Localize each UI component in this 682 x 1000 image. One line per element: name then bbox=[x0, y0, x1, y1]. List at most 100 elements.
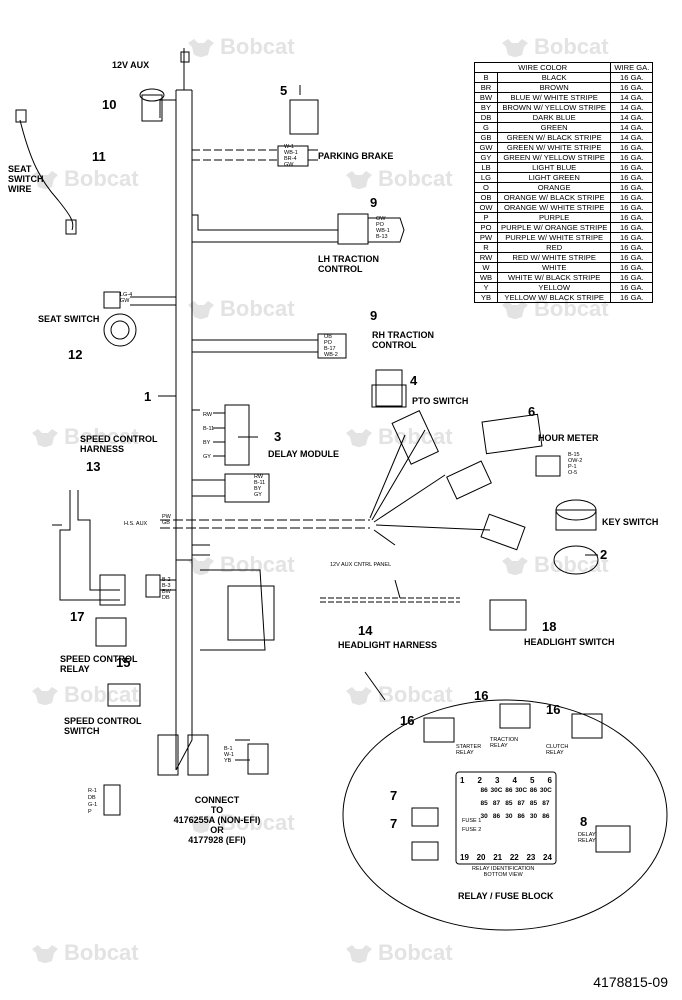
wire-table-cell-color: PURPLE W/ WHITE STRIPE bbox=[496, 232, 612, 243]
callout-5: 5 bbox=[280, 83, 288, 98]
wire-table-cell-code: YB bbox=[474, 292, 498, 303]
watermark-bobcat: Bobcat bbox=[186, 34, 295, 60]
relay-pin-number: 86 bbox=[480, 787, 488, 794]
fuse-block-terminal-number: 21 bbox=[493, 853, 503, 862]
relay-fuse-block-outline bbox=[342, 699, 668, 931]
callout-6: 6 bbox=[528, 404, 536, 419]
wire-table-cell-code: G bbox=[474, 122, 498, 133]
wire-table-cell-ga: 16 GA. bbox=[610, 232, 654, 243]
wire-table-cell-color: WHITE bbox=[496, 262, 612, 273]
relay-pin-number: 85 bbox=[505, 800, 513, 807]
label-aux-cntrl-panel: 12V AUX CNTRL PANEL bbox=[330, 562, 392, 568]
callout-16c: 16 bbox=[546, 702, 561, 717]
wire-table-cell-color: PURPLE bbox=[496, 212, 612, 223]
label-seat-switch: SEAT SWITCH bbox=[38, 314, 100, 324]
wire-table-cell-code: GB bbox=[474, 132, 498, 143]
wire-table-cell-ga: 14 GA. bbox=[610, 92, 654, 103]
wire-table-cell-code: OB bbox=[474, 192, 498, 203]
watermark-bobcat: Bobcat bbox=[186, 552, 295, 578]
wire-table-cell-ga: 14 GA. bbox=[610, 122, 654, 133]
relay-pin-number: 86 bbox=[542, 813, 550, 820]
wire-table-cell-color: YELLOW W/ BLACK STRIPE bbox=[496, 292, 612, 303]
watermark-bobcat: Bobcat bbox=[30, 682, 139, 708]
label-pto-switch: PTO SWITCH bbox=[412, 396, 469, 406]
watermark-bobcat: Bobcat bbox=[344, 940, 453, 966]
watermark-bobcat: Bobcat bbox=[30, 166, 139, 192]
relay-pin-number: 30 bbox=[529, 813, 538, 820]
callout-1: 1 bbox=[144, 389, 152, 404]
wire-table-cell-color: BLUE W/ WHITE STRIPE bbox=[496, 92, 612, 103]
label-hour-meter: HOUR METER bbox=[538, 433, 599, 443]
wire-table-cell-code: WB bbox=[474, 272, 498, 283]
relay-pin-number: 30 bbox=[480, 813, 488, 820]
wire-table-cell-color: PURPLE W/ ORANGE STRIPE bbox=[496, 222, 612, 233]
watermark-bobcat: Bobcat bbox=[30, 424, 139, 450]
wire-table-cell-ga: 14 GA. bbox=[610, 132, 654, 143]
wire-table-cell-ga: 14 GA. bbox=[610, 112, 654, 123]
callout-7: 7 bbox=[390, 788, 398, 803]
watermark-bobcat: Bobcat bbox=[344, 424, 453, 450]
callout-9b: 9 bbox=[370, 308, 378, 323]
wire-table-cell-code: PW bbox=[474, 232, 498, 243]
wire-table-cell-color: RED bbox=[496, 242, 612, 253]
wire-table-cell-color: ORANGE W/ WHITE STRIPE bbox=[496, 202, 612, 213]
wire-table-cell-color: RED W/ WHITE STRIPE bbox=[496, 252, 612, 263]
watermark-bobcat: Bobcat bbox=[30, 940, 139, 966]
relay-pin-number: 30 bbox=[505, 813, 513, 820]
wire-table-cell-code: DB bbox=[474, 112, 498, 123]
document-number: 4178815-09 bbox=[593, 974, 668, 990]
wire-table-cell-ga: 16 GA. bbox=[610, 162, 654, 173]
parking-brake-branch bbox=[192, 149, 278, 161]
watermark-bobcat: Bobcat bbox=[500, 552, 609, 578]
wire-color-header: WIRE COLOR bbox=[473, 62, 612, 73]
wire-table-cell-code: LB bbox=[474, 162, 498, 173]
wire-table-cell-ga: 16 GA. bbox=[610, 212, 654, 223]
relay-pin-number: 86 bbox=[505, 787, 513, 794]
fuse-block-terminal-number: 20 bbox=[476, 853, 486, 862]
wire-table-cell-color: GREEN W/ BLACK STRIPE bbox=[496, 132, 612, 143]
wire-table-cell-code: PO bbox=[474, 222, 498, 233]
label-delay-module: DELAY MODULE bbox=[268, 449, 340, 459]
wire-table-cell-code: O bbox=[474, 182, 498, 193]
fuse-block-terminal-number: 1 bbox=[460, 776, 465, 785]
callout-2: 2 bbox=[600, 547, 608, 562]
watermark-bobcat: Bobcat bbox=[186, 810, 295, 836]
relay-pin-number: 86 bbox=[492, 813, 501, 820]
wire-table-cell-ga: 16 GA. bbox=[610, 252, 654, 263]
wire-table-cell-ga: 16 GA. bbox=[610, 262, 654, 273]
wire-table-cell-ga: 16 GA. bbox=[610, 192, 654, 203]
watermark-bobcat: Bobcat bbox=[500, 34, 609, 60]
fuse-block-terminal-number: 3 bbox=[495, 776, 500, 785]
fuse-block-terminal-number: 23 bbox=[526, 853, 536, 862]
callout-7b: 7 bbox=[390, 816, 398, 831]
callout-3: 3 bbox=[274, 429, 282, 444]
callout-8: 8 bbox=[580, 814, 588, 829]
wire-table-cell-color: BLACK bbox=[496, 72, 612, 83]
callout-10: 10 bbox=[102, 97, 117, 112]
wire-table-cell-color: WHITE W/ BLACK STRIPE bbox=[496, 272, 612, 283]
